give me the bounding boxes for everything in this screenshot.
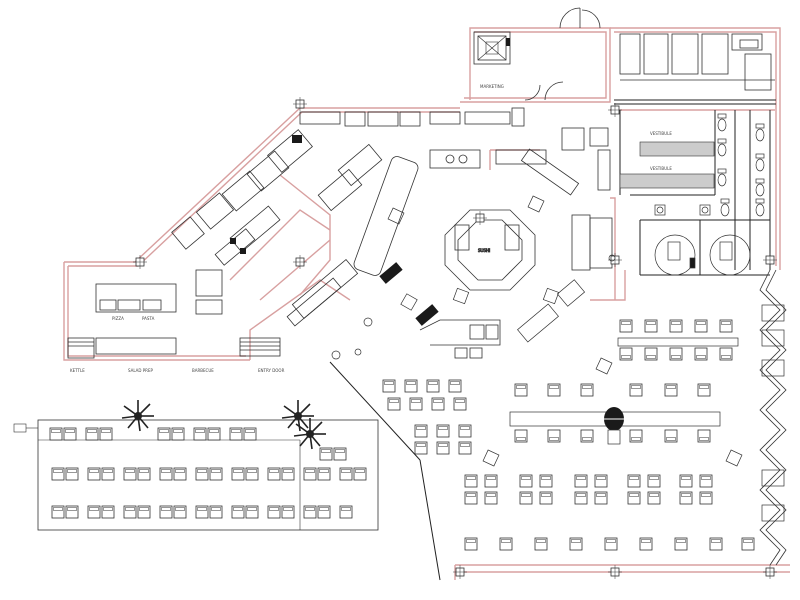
- facade-zigzag: [759, 269, 787, 566]
- facade-tables: [761, 304, 785, 522]
- dark-equipment: [230, 135, 439, 326]
- sink-icon: [654, 204, 711, 216]
- toilet-icon: [717, 113, 765, 217]
- label-kettle: KETTLE: [70, 368, 85, 373]
- top-room-label: MARKETING: [480, 84, 504, 89]
- interior-walls: [329, 99, 776, 581]
- kitchen-labels: KETTLE SALAD PREP BARBECUE ENTRY DOOR PI…: [70, 316, 285, 373]
- center-island-label: SUSHI: [478, 248, 490, 253]
- label-entry-door: ENTRY DOOR: [258, 368, 285, 373]
- center-island: SUSHI: [444, 209, 536, 291]
- terrace: [13, 399, 379, 531]
- restrooms: VESTIBULE VESTIBULE: [619, 113, 765, 276]
- label-pasta: PASTA: [142, 316, 155, 321]
- accessible-stall: [654, 234, 751, 276]
- door-swing-icon[interactable]: [524, 7, 601, 101]
- label-barbecue: BARBECUE: [192, 368, 214, 373]
- restroom-right-label: VESTIBULE: [650, 166, 672, 171]
- label-pizza: PIZZA: [112, 316, 124, 321]
- storage-shelves: [619, 33, 775, 91]
- dining-right: [382, 195, 755, 551]
- mechanical-room: MARKETING: [473, 31, 511, 89]
- kitchen-equipment: [67, 107, 613, 359]
- misc-fixtures: [331, 254, 616, 360]
- restroom-left-label: VESTIBULE: [650, 131, 672, 136]
- label-salad-prep: SALAD PREP: [128, 368, 153, 373]
- palm-tree-icon: [121, 399, 327, 450]
- bar-counter: [419, 319, 501, 359]
